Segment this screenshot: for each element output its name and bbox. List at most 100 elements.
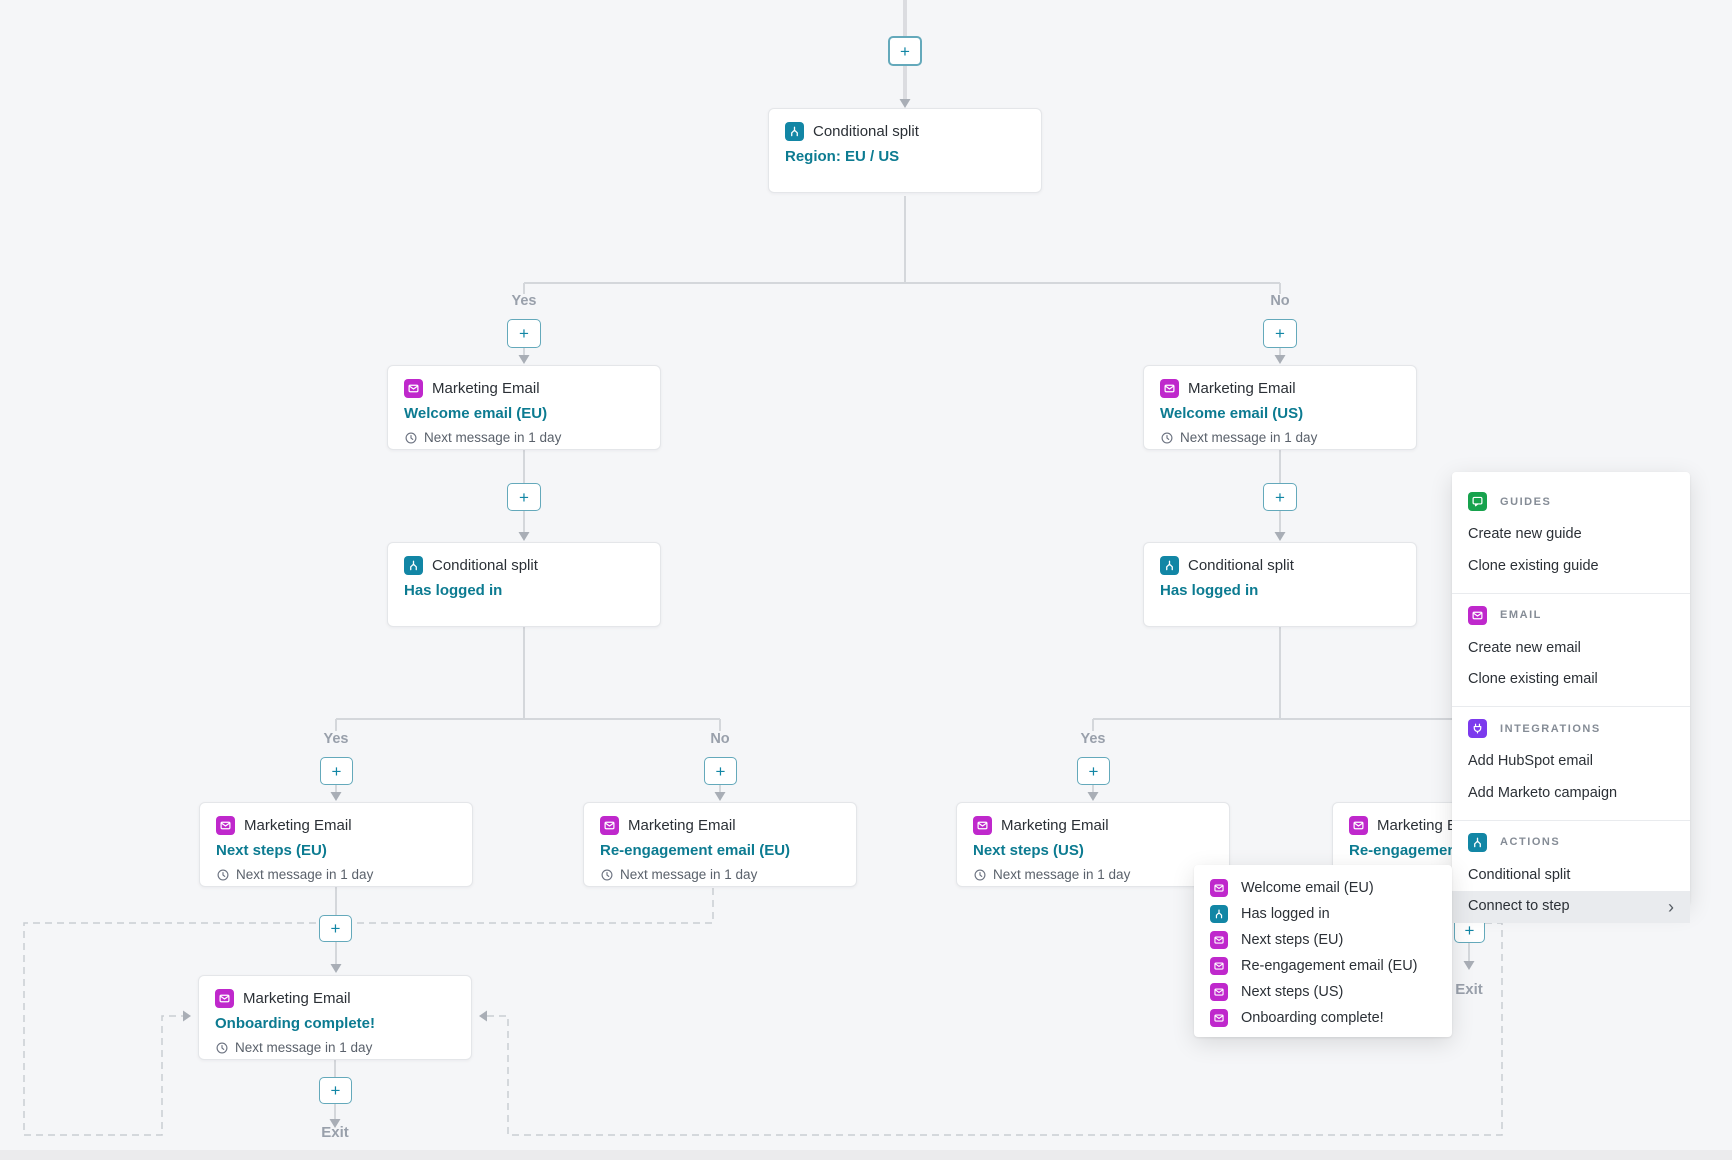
add-step-button[interactable]: + [507, 483, 541, 511]
add-step-button[interactable]: + [507, 319, 541, 348]
branch-label-no: No [710, 731, 730, 747]
node-title: Has logged in [404, 582, 503, 599]
menu-section-guides: GUIDES Create new guide Clone existing g… [1452, 480, 1690, 594]
marketing-email-icon [973, 816, 992, 835]
add-step-button[interactable]: + [704, 757, 737, 785]
node-title: Next steps (US) [973, 842, 1084, 859]
branch-label-yes: Yes [323, 731, 349, 747]
menu-section-header: GUIDES [1500, 495, 1552, 508]
marketing-email-icon [1160, 379, 1179, 398]
add-step-button[interactable]: + [1263, 319, 1297, 348]
menu-item-conditional-split[interactable]: Conditional split [1468, 866, 1571, 883]
submenu-item-welcome-email-eu[interactable]: Welcome email (EU) [1194, 875, 1452, 901]
node-type-label: Conditional split [432, 557, 538, 574]
node-title: Re-engagement email (EU) [600, 842, 791, 859]
marketing-email-icon [1349, 816, 1368, 835]
guide-icon [1468, 492, 1487, 511]
node-title: Next steps (EU) [216, 842, 327, 859]
conditional-split-icon [1468, 832, 1487, 852]
node-type-label: Marketing Email [1188, 380, 1296, 397]
node-title: Onboarding complete! [215, 1015, 376, 1032]
menu-item-add-marketo-campaign[interactable]: Add Marketo campaign [1468, 784, 1618, 801]
submenu-item-label: Welcome email (EU) [1241, 880, 1374, 896]
add-step-button[interactable]: + [320, 757, 353, 785]
branch-label-yes: Yes [511, 293, 537, 309]
conditional-split-icon [785, 122, 804, 141]
node-conditional-split-region[interactable]: Conditional split Region: EU / US [768, 108, 1042, 193]
clock-icon [216, 1042, 228, 1053]
submenu-item-onboarding-complete[interactable]: Onboarding complete! [1194, 1005, 1452, 1031]
node-title: Welcome email (EU) [404, 405, 548, 422]
loop-connector [23, 888, 1503, 1136]
submenu-item-next-steps-eu[interactable]: Next steps (EU) [1194, 927, 1452, 953]
marketing-email-icon [216, 816, 235, 835]
add-step-button[interactable]: + [319, 915, 352, 942]
node-onboarding-complete[interactable]: Marketing Email Onboarding complete! Nex… [198, 975, 472, 1060]
add-step-button[interactable]: + [1263, 483, 1297, 511]
marketing-email-icon [215, 989, 234, 1008]
menu-item-clone-existing-email[interactable]: Clone existing email [1468, 671, 1598, 688]
email-icon [1210, 983, 1228, 1001]
menu-section-integrations: INTEGRATIONS Add HubSpot email Add Marke… [1452, 707, 1690, 821]
connect-to-step-submenu: Welcome email (EU) Has logged in Next st… [1194, 865, 1452, 1037]
email-icon [1210, 957, 1228, 975]
add-step-menu: GUIDES Create new guide Clone existing g… [1452, 472, 1690, 923]
add-step-button[interactable]: + [1077, 757, 1110, 785]
menu-item-connect-to-step[interactable]: Connect to step › [1452, 891, 1690, 923]
clock-icon [405, 432, 417, 443]
node-meta: Next message in 1 day [424, 430, 562, 445]
node-welcome-email-us[interactable]: Marketing Email Welcome email (US) Next … [1143, 365, 1417, 450]
node-type-label: Marketing Email [1001, 817, 1109, 834]
add-step-button[interactable]: + [888, 36, 922, 66]
node-conditional-split-logged-in-us[interactable]: Conditional split Has logged in [1143, 542, 1417, 627]
add-step-button[interactable]: + [319, 1077, 352, 1104]
node-title: Welcome email (US) [1160, 405, 1304, 422]
arrowheads [183, 99, 1475, 1128]
submenu-item-next-steps-us[interactable]: Next steps (US) [1194, 979, 1452, 1005]
menu-item-add-hubspot-email[interactable]: Add HubSpot email [1468, 753, 1593, 769]
branch-label-no: No [1270, 293, 1290, 309]
submenu-item-reengagement-email-eu[interactable]: Re-engagement email (EU) [1194, 953, 1452, 979]
node-next-steps-us[interactable]: Marketing Email Next steps (US) Next mes… [956, 802, 1230, 887]
node-meta: Next message in 1 day [620, 867, 758, 882]
email-icon [1468, 605, 1487, 625]
node-title: Has logged in [1160, 582, 1259, 599]
node-type-label: Conditional split [813, 123, 919, 140]
node-next-steps-eu[interactable]: Marketing Email Next steps (EU) Next mes… [199, 802, 473, 887]
menu-item-clone-existing-guide[interactable]: Clone existing guide [1468, 557, 1599, 574]
node-type-label: Marketing Email [628, 817, 736, 834]
email-icon [1210, 1009, 1228, 1027]
branch-label-yes: Yes [1080, 731, 1106, 747]
submenu-item-label: Has logged in [1241, 906, 1330, 922]
menu-section-header: INTEGRATIONS [1500, 722, 1601, 735]
menu-item-create-new-email[interactable]: Create new email [1468, 639, 1581, 656]
marketing-email-icon [404, 379, 423, 398]
menu-item-label: Connect to step [1468, 898, 1570, 915]
node-meta: Next message in 1 day [235, 1040, 373, 1055]
integration-icon [1468, 719, 1487, 738]
marketing-email-icon [600, 816, 619, 835]
exit-label: Exit [321, 1124, 349, 1141]
horizontal-scrollbar[interactable] [0, 1150, 1732, 1160]
menu-section-header: ACTIONS [1500, 836, 1561, 848]
menu-item-create-new-guide[interactable]: Create new guide [1468, 526, 1582, 542]
submenu-item-label: Onboarding complete! [1241, 1010, 1384, 1026]
chevron-right-icon: › [1668, 897, 1674, 918]
submenu-item-label: Next steps (EU) [1241, 932, 1344, 948]
clock-icon [974, 869, 986, 880]
node-welcome-email-eu[interactable]: Marketing Email Welcome email (EU) Next … [387, 365, 661, 450]
node-conditional-split-logged-in-eu[interactable]: Conditional split Has logged in [387, 542, 661, 627]
node-meta: Next message in 1 day [993, 867, 1131, 882]
submenu-item-label: Re-engagement email (EU) [1241, 958, 1418, 974]
exit-label: Exit [1455, 981, 1483, 998]
email-icon [1210, 931, 1228, 949]
node-reengagement-email-eu[interactable]: Marketing Email Re-engagement email (EU)… [583, 802, 857, 887]
conditional-split-icon [1160, 556, 1179, 575]
submenu-item-has-logged-in[interactable]: Has logged in [1194, 901, 1452, 927]
node-type-label: Marketing Email [244, 817, 352, 834]
menu-section-actions: ACTIONS Conditional split Connect to ste… [1452, 821, 1690, 934]
node-title: Region: EU / US [785, 148, 900, 165]
submenu-item-label: Next steps (US) [1241, 984, 1344, 1000]
